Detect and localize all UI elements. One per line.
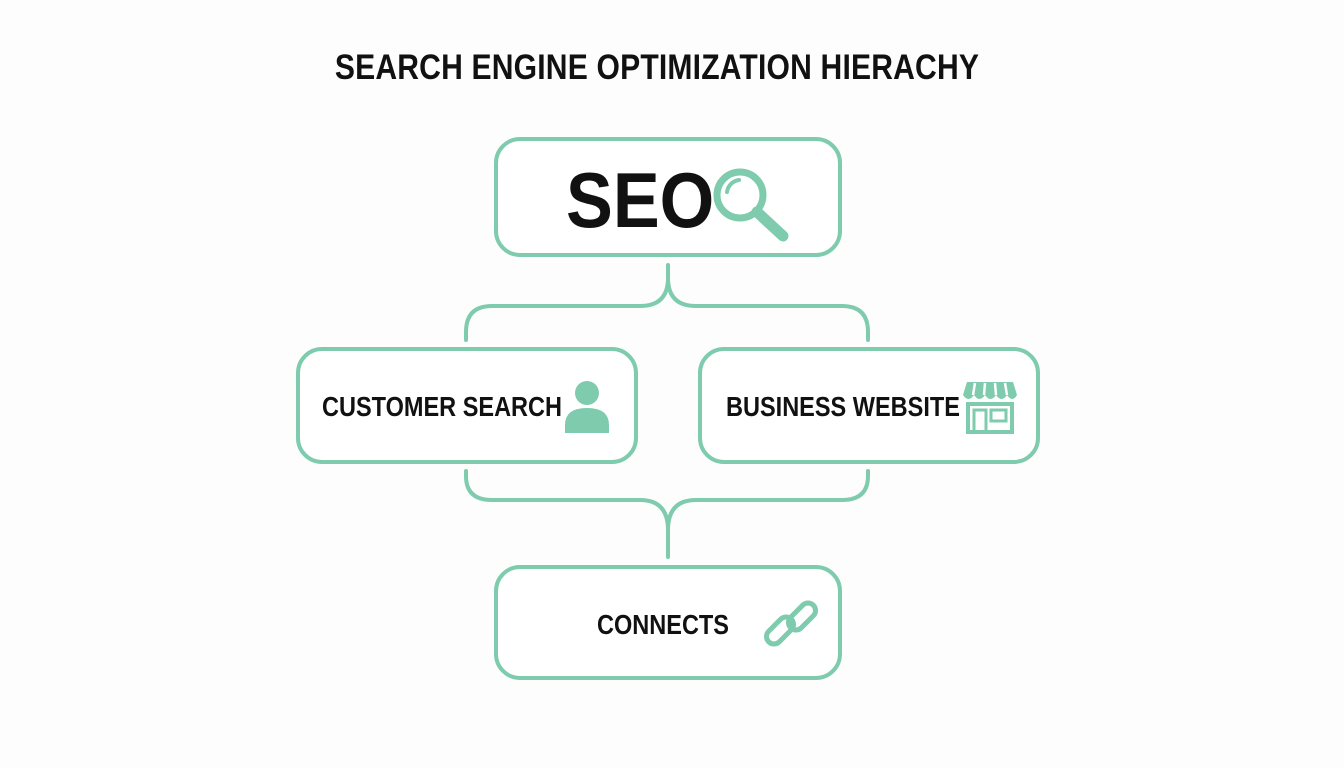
customer-search-label: CUSTOMER SEARCH — [322, 391, 563, 422]
business-website-node: BUSINESS WEBSITE — [698, 347, 1040, 464]
seo-label: SEO — [566, 156, 715, 244]
connects-label: CONNECTS — [597, 609, 729, 640]
seo-node: SEO — [494, 137, 842, 257]
business-website-label: BUSINESS WEBSITE — [726, 391, 960, 422]
chain-link-icon — [762, 597, 822, 660]
connects-node: CONNECTS — [494, 565, 842, 680]
top-bracket-connector — [464, 263, 870, 342]
diagram-title: SEARCH ENGINE OPTIMIZATION HIERACHY — [334, 48, 980, 87]
bottom-bracket-connector — [464, 469, 870, 559]
customer-search-node: CUSTOMER SEARCH — [296, 347, 638, 464]
storefront-icon — [961, 379, 1019, 440]
magnifying-glass-icon — [710, 165, 794, 250]
person-icon — [562, 379, 612, 440]
